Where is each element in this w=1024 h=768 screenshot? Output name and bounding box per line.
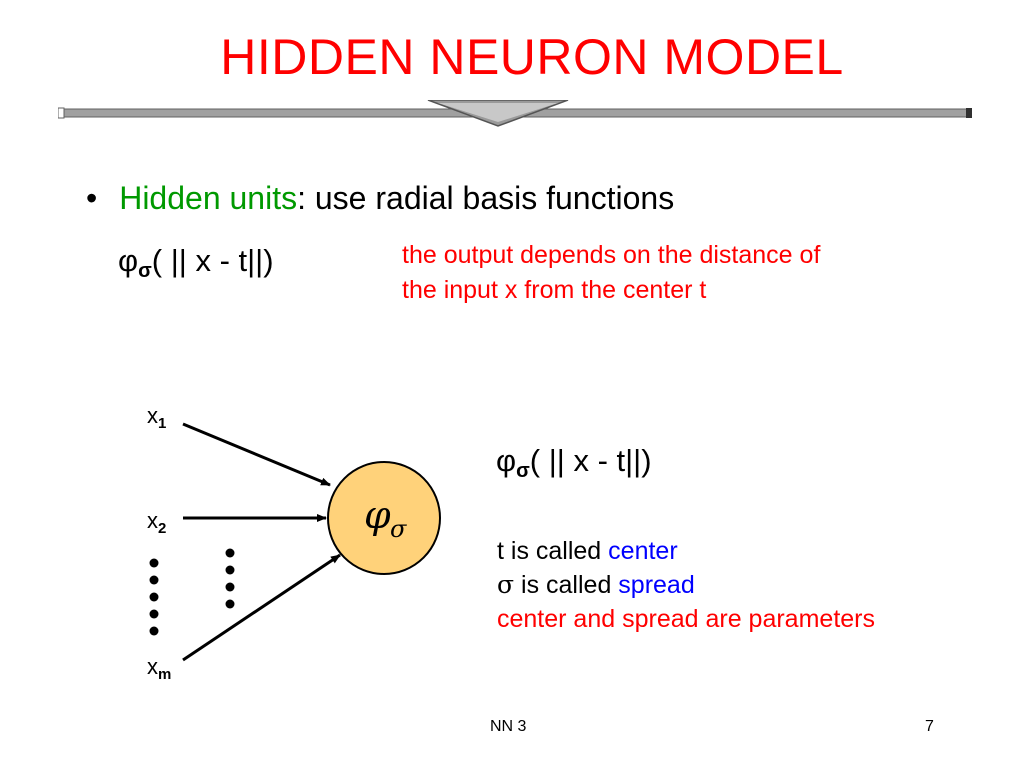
input-xm-sub: m <box>158 666 172 683</box>
input-label-xm: xm <box>147 654 171 683</box>
parameter-description: t is called center σ is called spread ce… <box>497 534 875 636</box>
hidden-units-term: Hidden units <box>119 180 298 216</box>
input-ellipsis-left <box>149 558 159 636</box>
spread-term: spread <box>618 571 695 599</box>
phi-symbol-right: φ <box>496 443 517 478</box>
bullet-hidden-units: • Hidden units: use radial basis function… <box>86 180 674 217</box>
footer-course-label: NN 3 <box>490 718 527 735</box>
bullet-marker: • <box>86 180 98 216</box>
input-x1-sub: 1 <box>158 415 167 432</box>
parameters-line: center and spread are parameters <box>497 605 875 633</box>
spread-prefix: is called <box>514 571 619 599</box>
sigma-subscript-right: σ <box>516 460 530 482</box>
input-ellipsis-right <box>225 548 235 609</box>
input-xm-base: x <box>147 654 158 679</box>
formula-argument-right: ( || x - t||) <box>529 443 652 478</box>
neuron-sigma: σ <box>390 515 407 543</box>
slide-title: HIDDEN NEURON MODEL <box>220 29 844 85</box>
input-x2-base: x <box>147 508 158 533</box>
phi-symbol: φ <box>118 243 139 278</box>
input-x2-sub: 2 <box>158 520 167 537</box>
input-arrow-1 <box>182 422 331 487</box>
input-arrow-m <box>182 553 341 662</box>
sigma-symbol: σ <box>497 570 515 599</box>
input-x1-base: x <box>147 403 158 428</box>
note-line-2: the input x from the center t <box>402 276 707 304</box>
title-divider <box>58 100 972 127</box>
sigma-subscript: σ <box>138 260 152 282</box>
hidden-neuron-node <box>327 461 441 575</box>
distance-note: the output depends on the distance of th… <box>402 238 1002 308</box>
spread-line: σ is called spread <box>497 568 875 602</box>
input-label-x2: x2 <box>147 508 166 537</box>
input-label-x1: x1 <box>147 403 166 432</box>
rbf-formula-right: φσ( || x - t||) <box>496 443 652 483</box>
rbf-formula-top: φσ( || x - t||) <box>118 243 274 283</box>
note-line-1: the output depends on the distance of <box>402 241 821 269</box>
bullet-text: : use radial basis functions <box>297 180 675 216</box>
center-line: t is called center <box>497 534 875 568</box>
formula-argument: ( || x - t||) <box>151 243 274 278</box>
center-term: center <box>608 537 678 565</box>
center-prefix: t is called <box>497 537 609 565</box>
slide-number: 7 <box>925 718 934 735</box>
neuron-phi: φ <box>364 493 391 537</box>
